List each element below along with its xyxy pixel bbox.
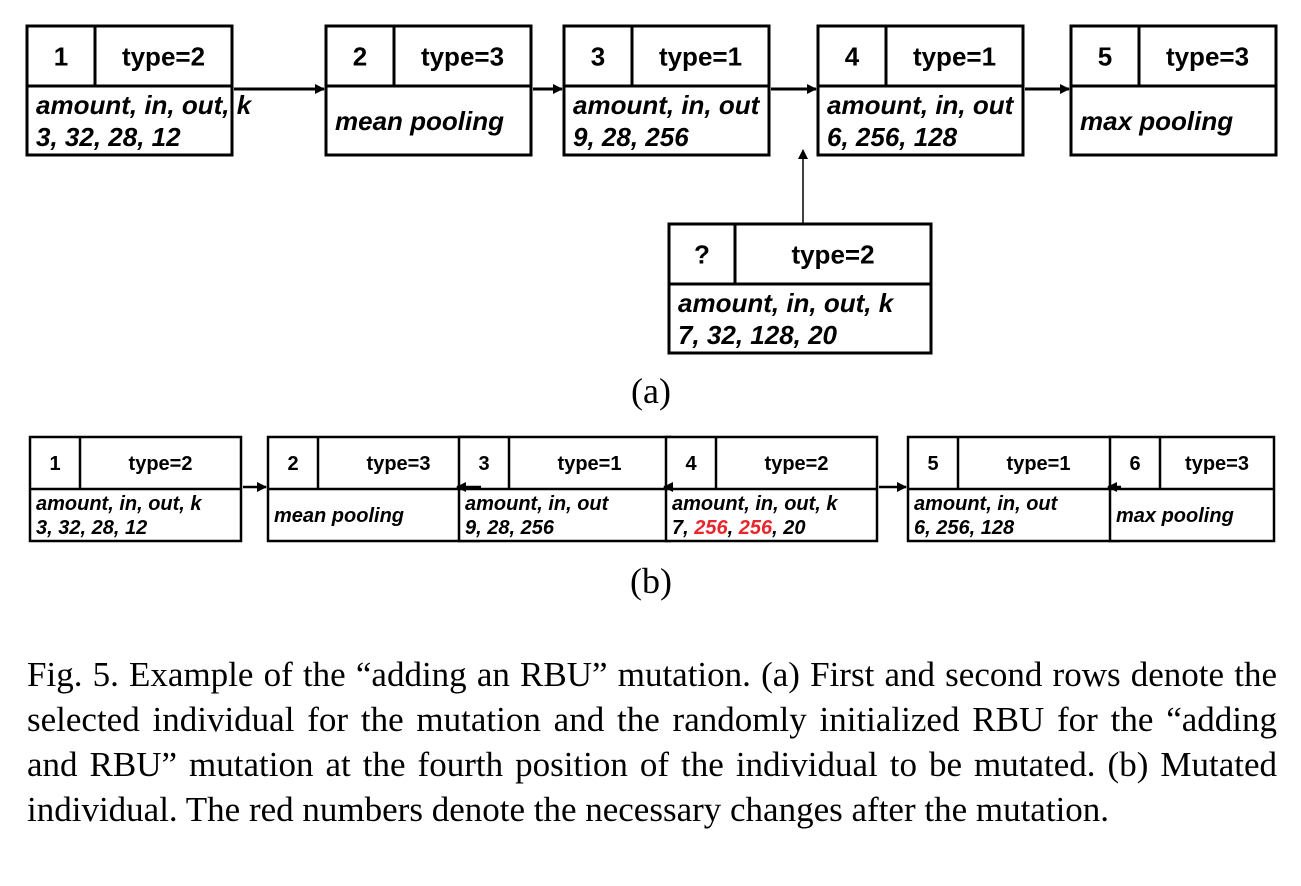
panel-b-block-6-param-line: max pooling [1116, 505, 1234, 527]
panel-b-block-1-index: 1 [49, 453, 60, 475]
panel-a-block-5-param-line: max pooling [1080, 106, 1233, 136]
panel-a-new-block-param-line: 7, 32, 128, 20 [678, 320, 838, 350]
param-text: amount, in, out, k [36, 493, 202, 515]
param-text: amount, in, out [914, 493, 1059, 515]
param-text: mean pooling [335, 106, 504, 136]
panel-b-block-1: 1 type=2 amount, in, out, k3, 32, 28, 12 [28, 435, 243, 543]
param-text: amount, in, out, k [36, 90, 253, 120]
param-text: amount, in, out [465, 493, 610, 515]
changed-value: 256 [738, 517, 773, 539]
panel-b-block-1-param-line: 3, 32, 28, 12 [36, 517, 147, 539]
panel-b-block-2: 2 type=3 mean pooling [266, 435, 481, 543]
panel-a-new-block-border [667, 222, 933, 355]
panel-a-block-4-border [816, 24, 1025, 157]
panel-b-block-3-param-line: amount, in, out [465, 493, 610, 515]
panel-b-block-3-index: 3 [478, 453, 489, 475]
param-text: max pooling [1116, 505, 1234, 527]
panel-a-block-4-param-line: 6, 256, 128 [827, 122, 958, 152]
panel-b-block-4-param-line: 7, 256, 256, 20 [672, 517, 805, 539]
panel-a-block-5-index: 5 [1098, 41, 1112, 71]
panel-a-block-2-border [324, 24, 533, 157]
panel-a-block-5: 5 type=3 max pooling [1069, 24, 1278, 157]
panel-b-block-5-param-line: 6, 256, 128 [914, 517, 1015, 539]
param-text: amount, in, out [827, 90, 1015, 120]
param-text: 7, 32, 128, 20 [678, 320, 838, 350]
panel-b-block-4-index: 4 [685, 453, 697, 475]
panel-b-block-5-param-line: amount, in, out [914, 493, 1059, 515]
param-text: 9, 28, 256 [465, 517, 555, 539]
panel-a-block-4-param-line: amount, in, out [827, 90, 1015, 120]
panel-a-block-1-index: 1 [54, 41, 68, 71]
param-text: 7, [672, 517, 694, 539]
param-text: 9, 28, 256 [573, 122, 689, 152]
panel-b-block-1-param-line: amount, in, out, k [36, 493, 202, 515]
param-text: 3, 32, 28, 12 [36, 517, 147, 539]
panel-b-block-5-index: 5 [927, 453, 938, 475]
panel-b-block-2-type: type=3 [367, 453, 431, 475]
panel-a-block-3-index: 3 [591, 41, 605, 71]
panel-b-block-4-param-line: amount, in, out, k [672, 493, 838, 515]
panel-a-block-1-type: type=2 [122, 41, 205, 71]
param-text: 3, 32, 28, 12 [36, 122, 181, 152]
panel-a-block-3-param-line: amount, in, out [573, 90, 761, 120]
panel-b-block-6: 6 type=3 max pooling [1108, 435, 1276, 543]
param-text: mean pooling [274, 505, 404, 527]
panel-b-label: (b) [630, 561, 672, 601]
panel-a-block-3-border [562, 24, 771, 157]
panel-a-block-1: 1 type=2 amount, in, out, k3, 32, 28, 12 [25, 24, 253, 157]
panel-b-block-3-type: type=1 [558, 453, 622, 475]
panel-a-block-2-param-line: mean pooling [335, 106, 504, 136]
param-text: amount, in, out, k [678, 288, 895, 318]
changed-value: 256 [693, 517, 728, 539]
param-text: 6, 256, 128 [914, 517, 1015, 539]
panel-a-block-2: 2 type=3 mean pooling [324, 24, 533, 157]
panel-a-block-3-param-line: 9, 28, 256 [573, 122, 689, 152]
panel-b-block-6-index: 6 [1129, 453, 1140, 475]
param-text: , [727, 517, 739, 539]
panel-b-block-2-index: 2 [287, 453, 298, 475]
panel-b-block-1-type: type=2 [129, 453, 193, 475]
figure-caption: Fig. 5. Example of the “adding an RBU” m… [27, 655, 1277, 829]
panel-a-block-1-param-line: amount, in, out, k [36, 90, 253, 120]
panel-a-block-4-type: type=1 [913, 41, 996, 71]
param-text: amount, in, out [573, 90, 761, 120]
panel-a-new-block-param-line: amount, in, out, k [678, 288, 895, 318]
param-text: 6, 256, 128 [827, 122, 958, 152]
panel-a-new-block-type: type=2 [791, 239, 874, 269]
param-text: amount, in, out, k [672, 493, 838, 515]
panel-a-block-1-param-line: 3, 32, 28, 12 [36, 122, 181, 152]
panel-b-block-5-type: type=1 [1007, 453, 1071, 475]
panel-a-new-block: ? type=2 amount, in, out, k7, 32, 128, 20 [667, 222, 933, 355]
panel-b-block-6-type: type=3 [1185, 453, 1249, 475]
panel-b-block-4-type: type=2 [765, 453, 829, 475]
panel-a-new-block-index: ? [694, 239, 710, 269]
panel-a-block-2-type: type=3 [421, 41, 504, 71]
panel-a-block-5-type: type=3 [1166, 41, 1249, 71]
panel-a-label: (a) [631, 371, 671, 411]
param-text: , 20 [771, 517, 805, 539]
panel-a-block-5-border [1069, 24, 1278, 157]
param-text: max pooling [1080, 106, 1233, 136]
panel-a-block-2-index: 2 [353, 41, 367, 71]
panel-b-block-2-param-line: mean pooling [274, 505, 404, 527]
panel-a-block-4-index: 4 [845, 41, 860, 71]
panel-a-block-3-type: type=1 [659, 41, 742, 71]
panel-b-block-3-param-line: 9, 28, 256 [465, 517, 555, 539]
panel-a-block-1-border [25, 24, 234, 157]
